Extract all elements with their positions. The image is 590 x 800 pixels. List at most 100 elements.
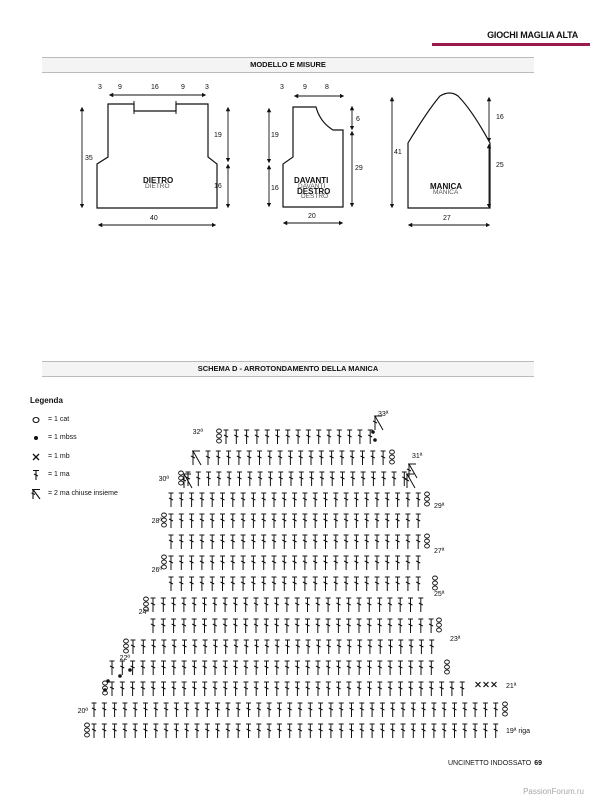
legend-item-sc: = 1 mb — [30, 448, 118, 467]
dc-stitch — [160, 618, 166, 633]
chain-stitch — [216, 433, 222, 439]
dc-stitch — [318, 702, 324, 717]
dc-stitch — [150, 618, 156, 633]
dc-stitch — [161, 639, 167, 654]
dc-stitch — [294, 681, 300, 696]
dc-stitch — [349, 450, 355, 465]
dc-stitch — [253, 681, 259, 696]
dc-stitch — [326, 639, 332, 654]
dc-stitch — [168, 513, 174, 528]
dc-stitch — [401, 471, 407, 486]
dc-stitch — [343, 534, 349, 549]
dc-stitch — [405, 534, 411, 549]
chain-stitch — [444, 664, 450, 670]
dc-stitch — [274, 597, 280, 612]
dc-stitch — [369, 702, 375, 717]
dc-stitch — [264, 681, 269, 696]
dc-stitch — [281, 534, 287, 549]
dc-stitch — [381, 471, 387, 486]
dc-stitch — [359, 723, 365, 738]
dietro-dim-left: 35 — [85, 155, 93, 162]
dc-stitch — [189, 576, 195, 591]
dc-stitch — [305, 618, 310, 633]
dc-stitch — [163, 723, 169, 738]
dc-stitch — [353, 513, 359, 528]
dc-stitch — [109, 681, 115, 696]
dc-stitch — [338, 702, 344, 717]
dc-stitch — [418, 639, 424, 654]
dc-stitch — [243, 660, 249, 675]
dc-stitch — [209, 492, 215, 507]
dc-stitch — [335, 597, 341, 612]
dc-stitch — [390, 723, 396, 738]
dc-stitch — [244, 429, 250, 444]
dc-stitch — [278, 471, 284, 486]
dc-stitch — [204, 702, 210, 717]
dc-stitch — [305, 597, 310, 612]
dc-stitch — [302, 534, 308, 549]
dc-stitch — [357, 639, 363, 654]
dc-stitch — [397, 618, 403, 633]
dc-stitch — [132, 723, 138, 738]
chain-stitch — [502, 706, 508, 712]
dc-stitch — [233, 681, 239, 696]
dc-stitch — [220, 513, 225, 528]
dc-stitch — [236, 450, 242, 465]
dc-stitch — [415, 576, 421, 591]
manica-outline — [407, 92, 491, 209]
dc-stitch — [287, 702, 293, 717]
davanti-dim-right-upper: 6 — [356, 116, 360, 123]
dc-stitch — [181, 681, 187, 696]
chain-stitch — [123, 638, 129, 644]
dc-stitch — [191, 597, 197, 612]
chain-stitch — [424, 543, 430, 549]
legend-label-dc2tog: = 2 ma chiuse insieme — [48, 489, 118, 497]
dc-stitch — [472, 702, 478, 717]
dc-stitch — [384, 555, 390, 570]
dc-stitch — [202, 639, 208, 654]
dc-stitch — [182, 639, 187, 654]
chain-stitch — [178, 480, 184, 486]
dc-stitch — [325, 660, 331, 675]
dc-stitch — [168, 534, 174, 549]
dc-stitch — [364, 513, 370, 528]
dc-stitch — [294, 660, 300, 675]
dc-stitch — [405, 513, 411, 528]
dietro-label-shadow: DIETRO — [145, 183, 170, 190]
dc-stitch — [191, 618, 197, 633]
dc-stitch — [171, 639, 177, 654]
dc-stitch — [287, 450, 293, 465]
dc-stitch — [335, 618, 341, 633]
legend-item-slip: = 1 mbss — [30, 429, 118, 448]
dc-stitch — [271, 576, 277, 591]
dc-stitch — [119, 681, 125, 696]
chain-stitch — [216, 438, 222, 444]
dc-stitch — [153, 702, 159, 717]
davanti-dim-top-1: 3 — [280, 84, 284, 91]
row-label-25: 25ª — [434, 591, 445, 598]
dc-stitch — [230, 534, 236, 549]
dc-stitch — [329, 471, 335, 486]
dietro-dim-top-5: 3 — [205, 84, 209, 91]
dc-stitch — [212, 597, 218, 612]
legend-label-slip: = 1 mbss — [48, 434, 77, 441]
dc-stitch — [209, 513, 215, 528]
dc-stitch — [364, 534, 370, 549]
dc-stitch — [261, 534, 267, 549]
dc-stitch — [346, 660, 352, 675]
dc-stitch — [91, 723, 97, 738]
dc-stitch — [284, 681, 290, 696]
chain-stitch — [424, 533, 430, 539]
dc-stitch — [388, 639, 393, 654]
dc-stitch — [472, 723, 478, 738]
dc-stitch — [336, 660, 342, 675]
row-label-29: 29ª — [434, 503, 445, 510]
legend-label-sc: = 1 mb — [48, 452, 70, 460]
dc-stitch — [356, 597, 362, 612]
dc-stitch — [377, 660, 383, 675]
dc-stitch — [493, 702, 499, 717]
dc-stitch — [377, 618, 383, 633]
dc-stitch — [374, 576, 380, 591]
dc-stitch — [163, 702, 169, 717]
dc-stitch — [247, 471, 253, 486]
